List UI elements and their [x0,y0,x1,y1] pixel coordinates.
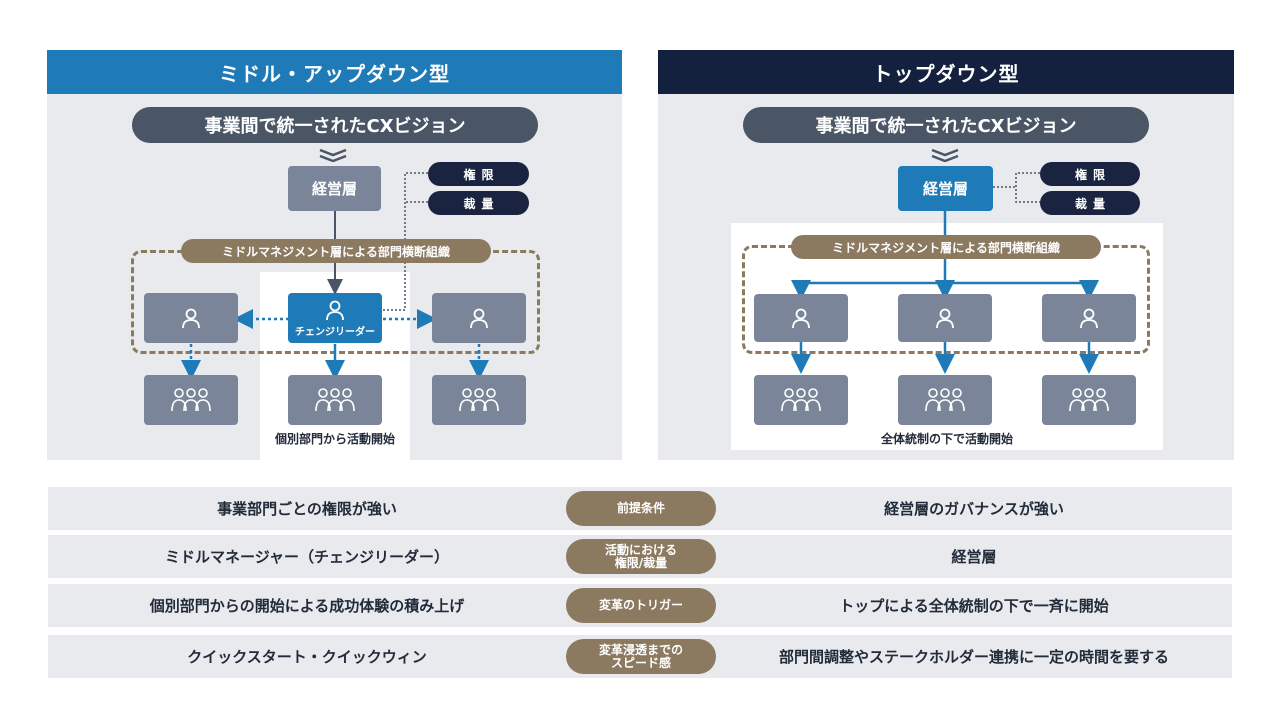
comparison-left: 事業部門ごとの権限が強い [217,500,397,518]
comparison-right: 経営層のガバナンスが強い [884,500,1064,518]
group-icon [171,388,211,412]
left-manager-box-3 [432,293,526,343]
comparison-right: 部門間調整やステークホルダー連携に一定の時間を要する [778,648,1169,666]
right-authority-tag: 権限 [1040,162,1140,186]
right-chevron-down-icon [931,148,959,162]
left-chevron-down-icon [319,148,347,162]
right-manager-box-1 [754,294,848,342]
comparison-row: 個別部門からの開始による成功体験の積み上げ 変革のトリガー トップによる全体統制… [48,584,1232,627]
person-icon [936,308,954,329]
comparison-left: 個別部門からの開始による成功体験の積み上げ [149,597,465,615]
left-exec-box: 経営層 [288,166,381,211]
right-manager-box-3 [1042,294,1136,342]
person-icon [326,300,344,321]
comparison-left: ミドルマネージャー（チェンジリーダー） [165,548,449,566]
comparison-label: 変革のトリガー [566,588,716,623]
right-exec-box: 経営層 [898,166,993,211]
right-caption: 全体統制の下で活動開始 [880,432,1013,446]
person-icon [470,308,488,329]
comparison-right: トップによる全体統制の下で一斉に開始 [839,597,1109,615]
comparison-right: 経営層 [951,548,997,566]
left-team-box-3 [432,375,526,425]
right-manager-box-2 [898,294,992,342]
right-vision-pill: 事業間で統一されたCXビジョン [743,107,1149,143]
right-team-box-3 [1042,375,1136,425]
comparison-left: クイックスタート・クイックウィン [187,648,427,666]
group-icon [925,388,965,412]
comparison-row: 事業部門ごとの権限が強い 前提条件 経営層のガバナンスが強い [48,487,1232,530]
left-team-box-2 [288,375,382,425]
left-discretion-tag: 裁量 [428,191,529,215]
person-icon [792,308,810,329]
right-exec-label: 経営層 [922,180,968,198]
left-vision-pill: 事業間で統一されたCXビジョン [132,107,538,143]
comparison-row: ミドルマネージャー（チェンジリーダー） 活動における 権限/裁量 経営層 [48,535,1232,578]
right-team-box-1 [754,375,848,425]
comparison-label: 活動における 権限/裁量 [566,539,716,574]
right-team-box-2 [898,375,992,425]
left-cross-org-label: ミドルマネジメント層による部門横断組織 [181,239,491,263]
comparison-label: 変革浸透までの スピード感 [566,639,716,674]
left-panel-header: ミドル・アップダウン型 [47,50,622,94]
left-change-leader-box: チェンジリーダー [288,293,382,343]
right-panel-header: トップダウン型 [658,50,1234,94]
comparison-row: クイックスタート・クイックウィン 変革浸透までの スピード感 部門間調整やステー… [48,635,1232,678]
person-icon [1080,308,1098,329]
left-authority-tag: 権限 [428,162,529,186]
right-cross-org-label: ミドルマネジメント層による部門横断組織 [791,235,1101,259]
left-exec-label: 経営層 [311,180,357,198]
person-icon [182,308,200,329]
group-icon [781,388,821,412]
right-discretion-tag: 裁量 [1040,191,1140,215]
left-manager-box-1 [144,293,238,343]
group-icon [459,388,499,412]
comparison-label: 前提条件 [566,491,716,526]
left-team-box-1 [144,375,238,425]
change-leader-label: チェンジリーダー [295,327,375,338]
group-icon [1069,388,1109,412]
group-icon [315,388,355,412]
left-caption: 個別部門から活動開始 [274,432,395,446]
